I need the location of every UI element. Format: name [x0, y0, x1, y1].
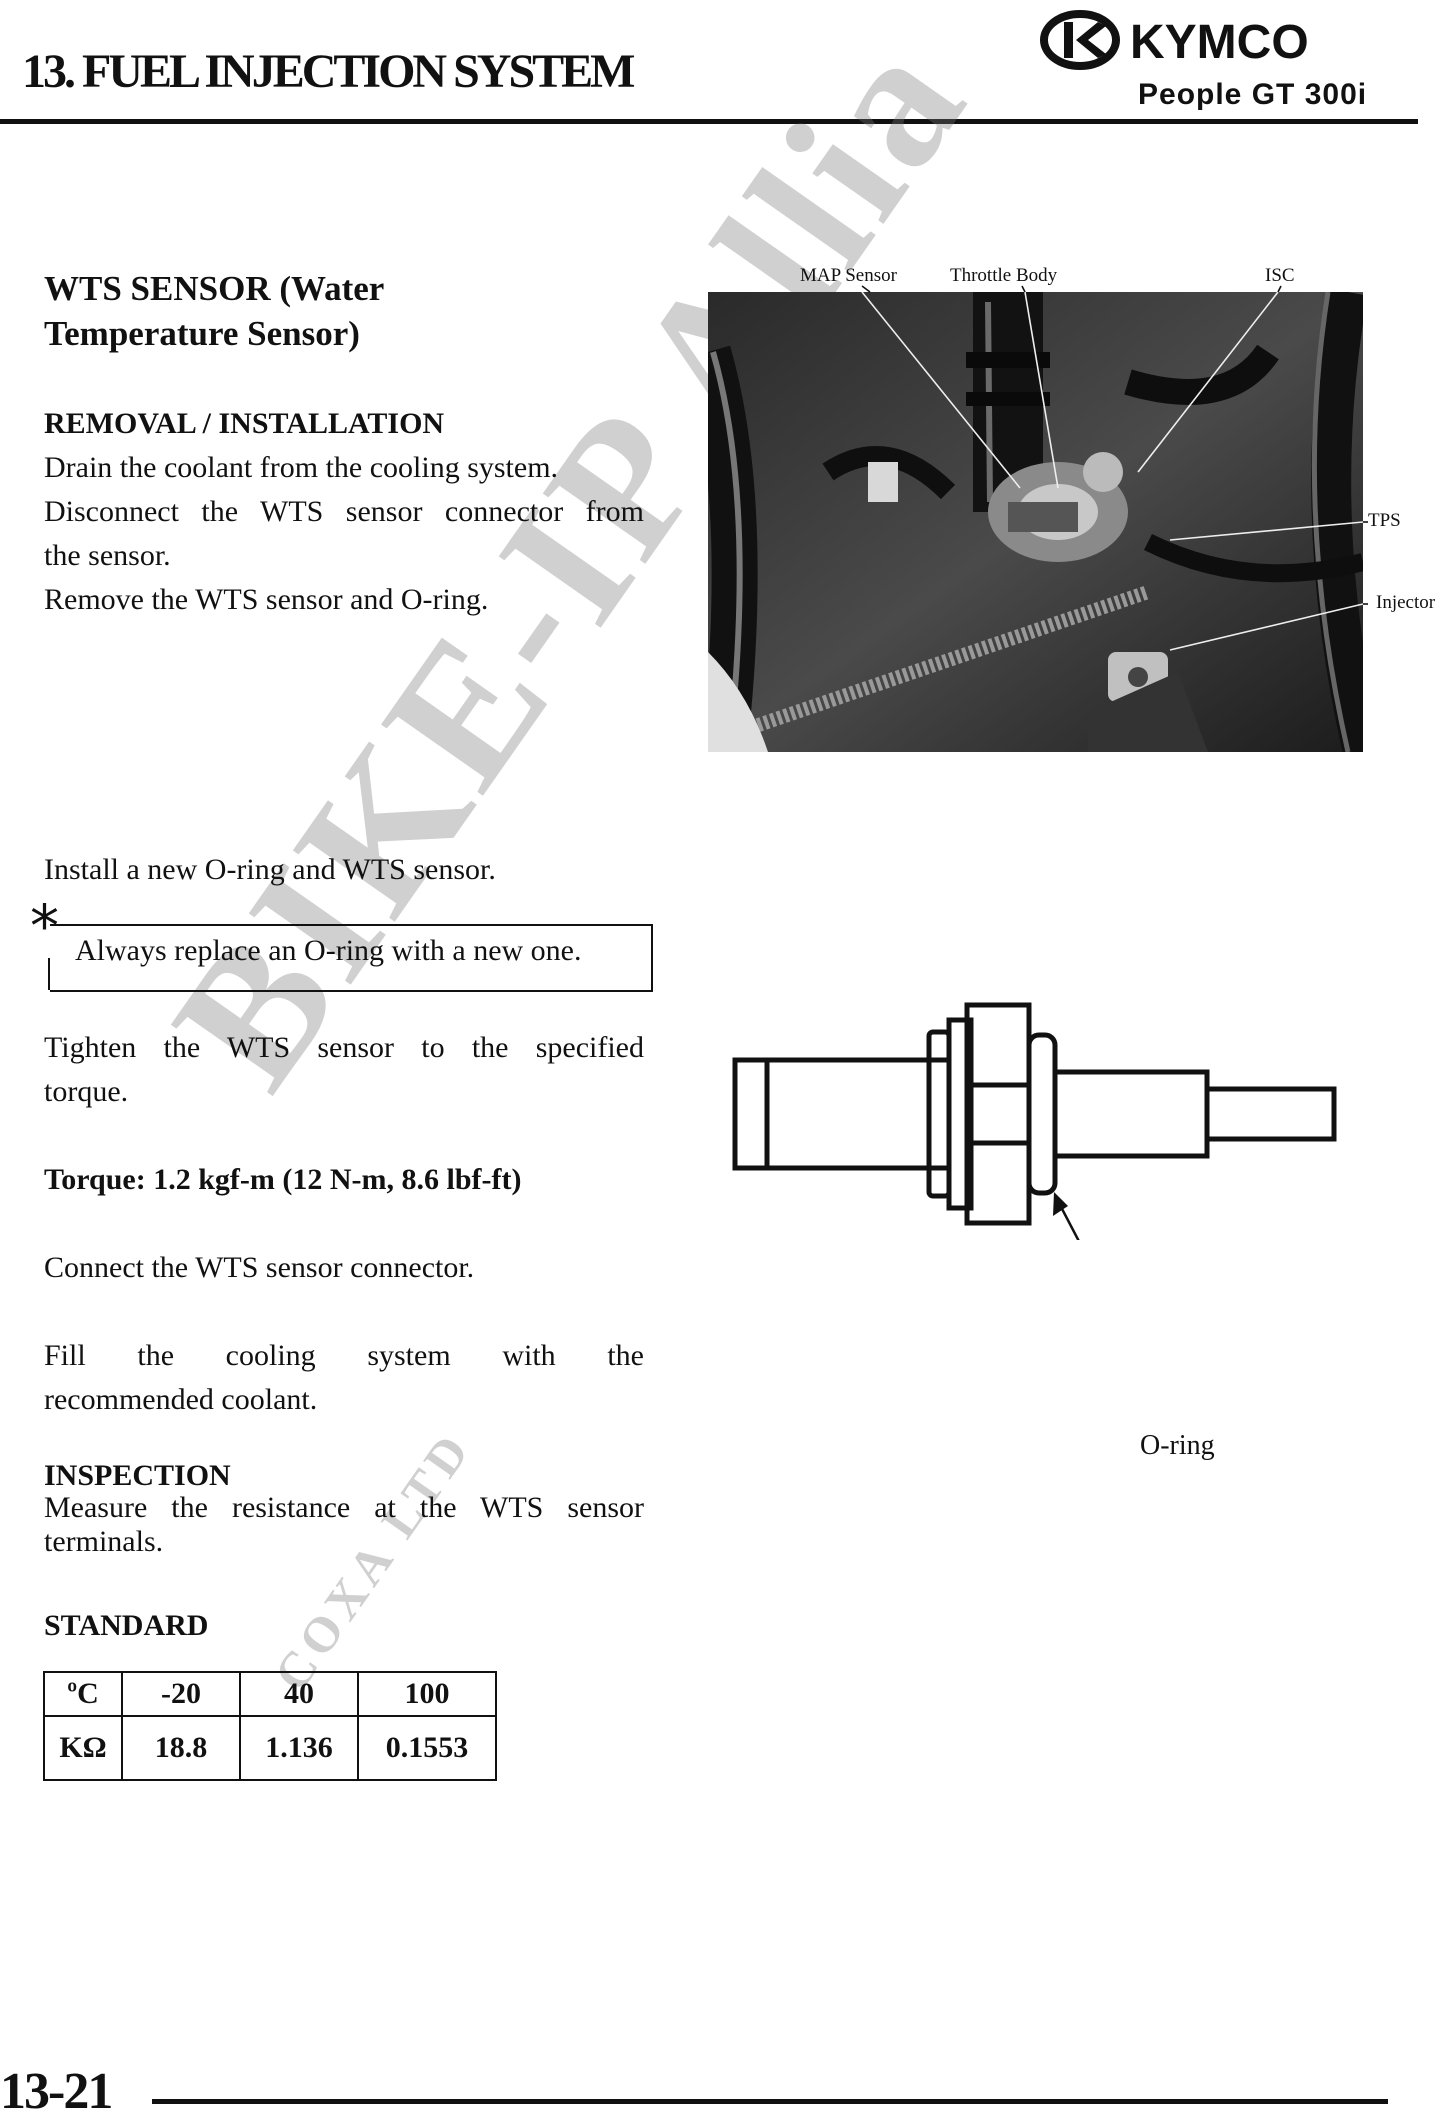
table-cell: KΩ	[43, 1715, 123, 1781]
callout-throttle-body: Throttle Body	[950, 265, 1058, 286]
callout-map-sensor: MAP Sensor	[800, 265, 897, 286]
chapter-title: 13. FUEL INJECTION SYSTEM	[22, 45, 635, 98]
install-step-3: Connect the WTS sensor connector.	[44, 1251, 475, 1284]
install-step-4-line-2: recommended coolant.	[44, 1383, 318, 1416]
install-step-2-line-2: torque.	[44, 1075, 129, 1108]
engine-photo	[708, 292, 1363, 752]
callout-injector: Injector	[1376, 592, 1436, 613]
kymco-logo: KYMCO	[1040, 10, 1309, 70]
standard-heading: STANDARD	[44, 1609, 209, 1642]
caution-asterisk-icon: *	[30, 892, 59, 960]
caution-box-tick	[48, 958, 50, 990]
removal-step-2-line-2: the sensor.	[44, 539, 171, 572]
table-cell: 40	[239, 1671, 359, 1717]
header-divider	[0, 119, 1418, 124]
inspection-heading: INSPECTION	[44, 1459, 231, 1492]
caution-text: Always replace an O-ring with a new one.	[75, 934, 582, 967]
brand-wordmark: KYMCO	[1130, 16, 1309, 69]
wts-sensor-diagram	[732, 1002, 1337, 1240]
model-name: People GT 300i	[1138, 78, 1368, 111]
table-cell: -20	[121, 1671, 241, 1717]
table-cell: 18.8	[121, 1715, 241, 1781]
oring-label: O-ring	[1140, 1430, 1215, 1461]
inspection-line-2: terminals.	[44, 1525, 164, 1558]
table-row: ºC -20 40 100	[43, 1671, 497, 1717]
table-row: KΩ 18.8 1.136 0.1553	[43, 1715, 497, 1781]
install-step-1: Install a new O-ring and WTS sensor.	[44, 853, 496, 886]
table-cell: 1.136	[239, 1715, 359, 1781]
install-step-2-line-1: Tighten the WTS sensor to the specified	[44, 1031, 644, 1064]
inspection-line-1: Measure the resistance at the WTS sensor	[44, 1491, 644, 1524]
table-cell: 100	[357, 1671, 497, 1717]
removal-step-1: Drain the coolant from the cooling syste…	[44, 451, 559, 484]
table-cell: 0.1553	[357, 1715, 497, 1781]
resistance-spec-table: ºC -20 40 100 KΩ 18.8 1.136 0.1553	[43, 1671, 497, 1781]
removal-step-3: Remove the WTS sensor and O-ring.	[44, 583, 489, 616]
removal-step-2-line-1: Disconnect the WTS sensor connector from	[44, 495, 644, 528]
callout-isc: ISC	[1265, 265, 1295, 286]
table-cell: ºC	[43, 1671, 123, 1717]
torque-spec: Torque: 1.2 kgf-m (12 N-m, 8.6 lbf-ft)	[44, 1163, 522, 1196]
caution-box	[50, 924, 653, 992]
page-number: 13-21	[0, 2063, 113, 2120]
callout-tps: TPS	[1368, 510, 1401, 531]
section-title: WTS SENSOR (Water Temperature Sensor)	[44, 269, 384, 353]
footer-divider	[152, 2099, 1388, 2104]
install-step-4-line-1: Fill the cooling system with the	[44, 1339, 644, 1372]
removal-heading: REMOVAL / INSTALLATION	[44, 407, 445, 440]
